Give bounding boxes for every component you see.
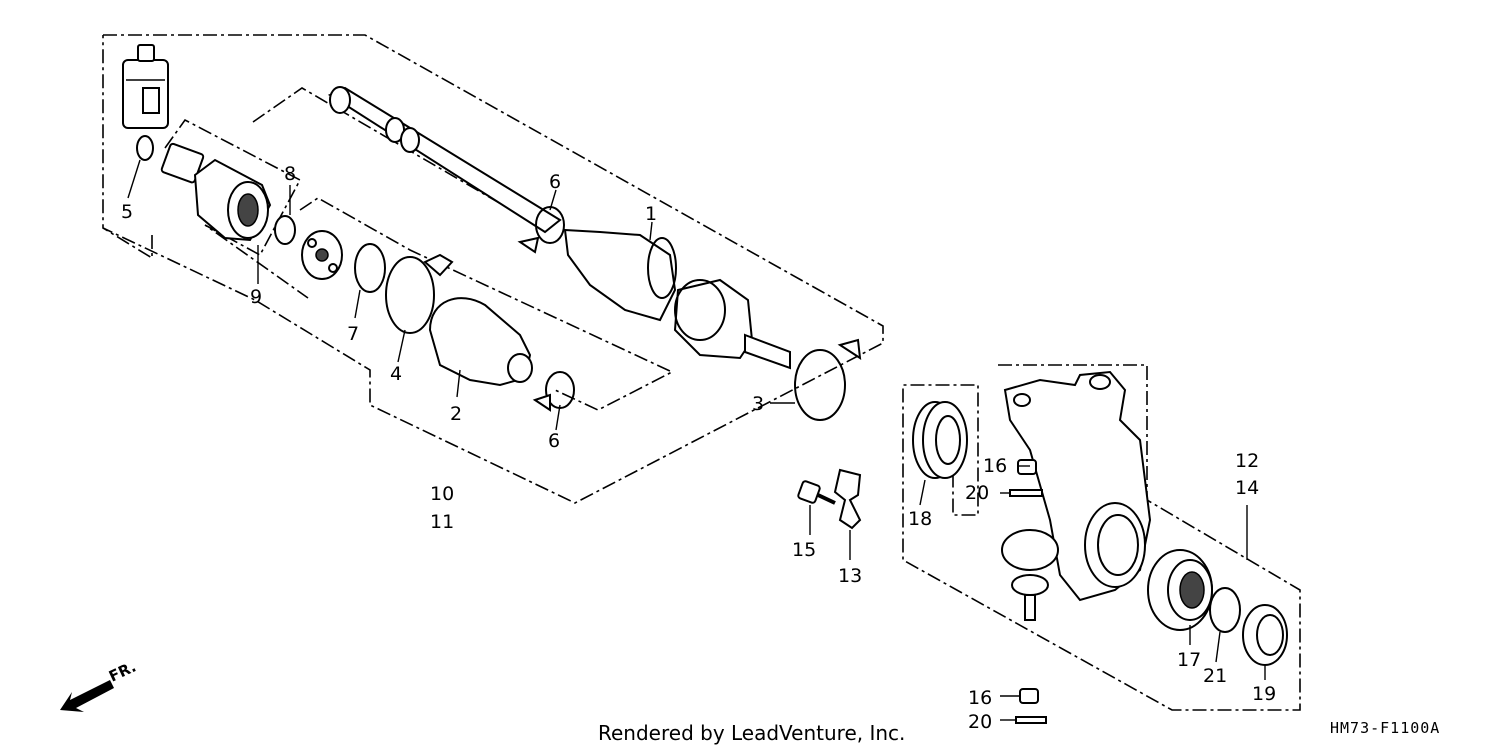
- callout-18: 18: [908, 508, 932, 530]
- oil-seal-small-icon: [1242, 604, 1288, 666]
- castle-nut-lower-icon: [1019, 688, 1039, 704]
- joint-spider-icon: [301, 230, 343, 280]
- grease-bottle-icon: [122, 44, 169, 129]
- callout-9: 9: [250, 286, 262, 308]
- callout-7: 7: [347, 323, 359, 345]
- boot-band-upper-icon: [517, 206, 565, 254]
- callout-3: 3: [752, 393, 764, 415]
- callout-8: 8: [284, 163, 296, 185]
- drive-shaft-icon: [327, 86, 562, 234]
- cotter-pin-upper-icon: [1009, 489, 1043, 497]
- group-outline-boot-kit: [299, 197, 674, 411]
- wheel-bearing-icon: [1147, 549, 1213, 631]
- callout-12: 12: [1235, 450, 1259, 472]
- front-direction-arrow-icon: [60, 680, 114, 712]
- cotter-pin-lower-icon: [1015, 716, 1047, 724]
- snap-ring-icon: [354, 243, 386, 293]
- callout-15: 15: [792, 539, 816, 561]
- callout-20-lower: 20: [968, 711, 992, 733]
- callout-5: 5: [121, 201, 133, 223]
- callout-13: 13: [838, 565, 862, 587]
- circlip-icon: [1209, 587, 1241, 633]
- callout-16-upper: 16: [983, 455, 1007, 477]
- front-direction-label: FR.: [106, 658, 139, 686]
- callout-20-upper: 20: [965, 482, 989, 504]
- callout-4: 4: [390, 363, 402, 385]
- callout-19: 19: [1252, 683, 1276, 705]
- callout-10: 10: [430, 483, 454, 505]
- outer-boot-icon: [563, 228, 677, 322]
- callout-11: 11: [430, 511, 454, 533]
- castle-nut-upper-icon: [1017, 459, 1037, 475]
- clip-ring-icon: [274, 215, 296, 245]
- inner-boot-icon: [428, 297, 533, 387]
- steering-knuckle-icon: [1003, 370, 1152, 602]
- boot-band-outer-icon: [794, 338, 862, 421]
- group-outline-shaft: [252, 87, 521, 216]
- callout-21: 21: [1203, 665, 1227, 687]
- ball-joint-icon: [1001, 529, 1059, 621]
- boot-band-large-icon: [385, 253, 454, 334]
- group-outline-axle-assembly: [102, 34, 884, 504]
- callout-16-lower: 16: [968, 687, 992, 709]
- callout-1: 1: [645, 203, 657, 225]
- group-outline-knuckle: [902, 364, 1301, 711]
- o-ring-icon: [136, 135, 154, 161]
- group-outline-inner-joint: [102, 227, 153, 260]
- callout-6-upper: 6: [549, 171, 561, 193]
- callout-6-lower: 6: [548, 430, 560, 452]
- oil-seal-large-icon: [912, 401, 968, 479]
- outer-joint-icon: [673, 278, 791, 370]
- bolt-icon: [797, 480, 836, 505]
- callout-17: 17: [1177, 649, 1201, 671]
- callout-2: 2: [450, 403, 462, 425]
- boot-band-small-icon: [532, 371, 575, 412]
- diagram-code: HM73-F1100A: [1330, 719, 1440, 737]
- render-credit: Rendered by LeadVenture, Inc.: [598, 721, 905, 745]
- callout-14: 14: [1235, 477, 1259, 499]
- lock-plate-icon: [833, 468, 862, 530]
- inner-joint-housing-icon: [160, 142, 272, 242]
